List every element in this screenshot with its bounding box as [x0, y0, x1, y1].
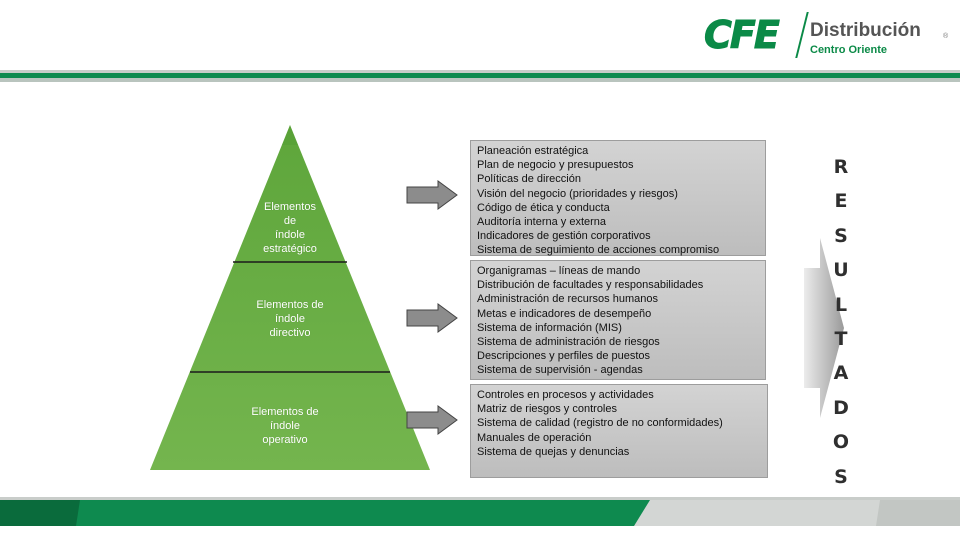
list-item: Controles en procesos y actividades [477, 389, 654, 401]
list-item: Visión del negocio (prioridades y riesgo… [477, 187, 678, 200]
list-item: Distribución de facultades y responsabil… [477, 279, 704, 292]
list-item: Sistema de información (MIS) [477, 321, 622, 334]
logo-title: Distribución [810, 20, 921, 41]
results-vertical-word: R E S U L T A D O S [826, 150, 856, 494]
list-item: Administración de recursos humanos [477, 293, 658, 306]
list-item: Plan de negocio y presupuestos [477, 159, 634, 172]
list-item: Sistema de quejas y denuncias [477, 445, 630, 458]
list-item: Sistema de administración de riesgos [477, 336, 660, 349]
list-item: Metas e indicadores de desempeño [477, 307, 652, 320]
results-arrow-icon [804, 238, 844, 418]
footer-divider [0, 497, 960, 500]
box-operative-elements: Controles en procesos y actividades Matr… [470, 384, 768, 478]
footer-band [0, 500, 960, 526]
footer-bottom [0, 526, 960, 540]
result-letter: U [833, 259, 849, 282]
arrow-right-icon [406, 303, 458, 333]
result-letter: S [834, 224, 848, 247]
arrow-right-icon [406, 180, 458, 210]
list-item: Sistema de seguimiento de acciones compr… [477, 244, 720, 257]
list-item: Políticas de dirección [477, 173, 581, 186]
logo-mark: CFE [704, 13, 781, 57]
header-divider-bottom [0, 78, 960, 82]
cfe-logo: CFE Distribución ® Centro Oriente [704, 10, 954, 60]
header-divider-top [0, 70, 960, 73]
logo-separator [795, 12, 809, 58]
result-letter: L [834, 293, 848, 316]
result-letter: E [834, 190, 848, 213]
list-item: Descripciones y perfiles de puestos [477, 350, 651, 363]
list-item: Indicadores de gestión corporativos [477, 230, 651, 243]
arrow-right-icon [406, 405, 458, 435]
list-item: Manuales de operación [477, 431, 592, 444]
result-letter: O [832, 431, 850, 454]
result-letter: A [833, 362, 849, 385]
box-directive-elements: Organigramas – líneas de mando Distribuc… [470, 260, 766, 380]
logo-registered-mark: ® [943, 33, 949, 40]
list-item: Matriz de riesgos y controles [477, 403, 617, 416]
pyramid-shape [150, 125, 430, 470]
result-letter: D [833, 396, 849, 419]
list-item: Sistema de supervisión - agendas [477, 364, 643, 377]
list-item: Organigramas – líneas de mando [477, 265, 641, 277]
list-item: Auditoría interna y externa [477, 216, 607, 229]
box-strategic-elements: Planeación estratégica Plan de negocio y… [470, 140, 766, 256]
list-item: Planeación estratégica [477, 145, 589, 157]
result-letter: S [834, 465, 848, 488]
result-letter: R [833, 156, 849, 178]
header-divider-green [0, 73, 960, 78]
logo-subtitle: Centro Oriente [810, 44, 888, 56]
result-letter: T [834, 328, 848, 351]
list-item: Código de ética y conducta [477, 201, 610, 214]
pyramid-triangle [150, 125, 430, 470]
list-item: Sistema de calidad (registro de no confo… [477, 417, 723, 430]
